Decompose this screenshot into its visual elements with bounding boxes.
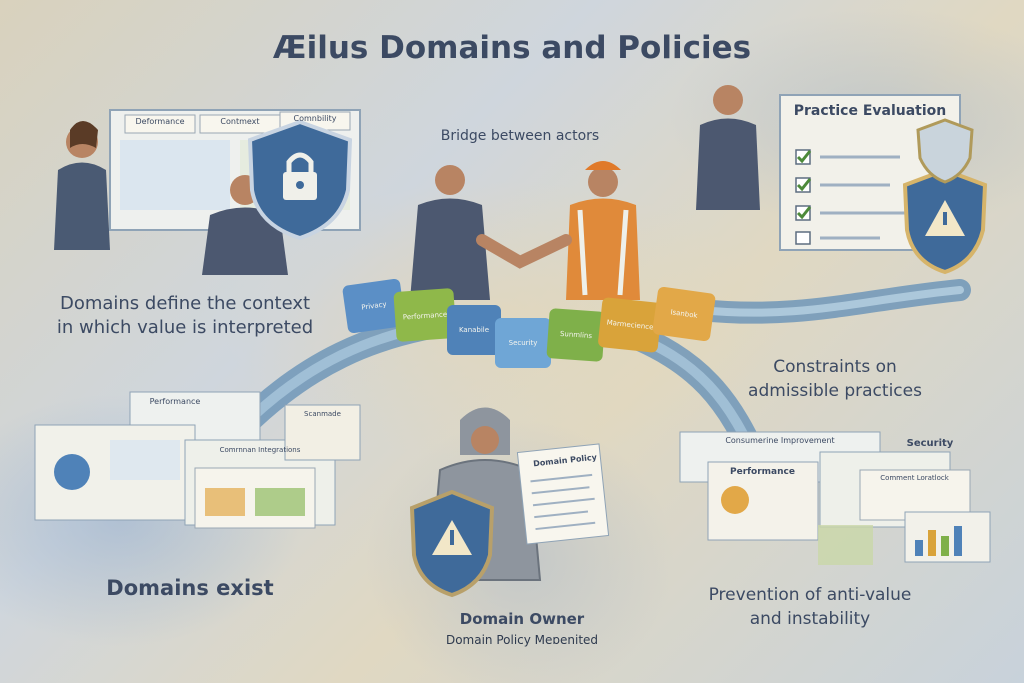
puzzle-piece-label-3: Kanabile — [458, 326, 490, 334]
prevention-caption-line2: and instability — [749, 609, 871, 629]
handshake-scene — [410, 161, 640, 300]
context-board-scene — [54, 109, 361, 275]
domain-owner-label: Domain Owner — [459, 610, 585, 628]
domains-define-caption-line1: Domains define the context — [59, 293, 311, 314]
domains-screens-left — [34, 391, 361, 529]
screen-label-left-top: Performance — [149, 397, 201, 406]
screen-label-right-top: Consumerine Improvement — [725, 436, 835, 445]
board-tab-2: Contmext — [220, 117, 260, 126]
domain-owner-knight — [409, 407, 610, 598]
puzzle-piece-label-4: Security — [508, 339, 538, 347]
page-title: Æilus Domains and Policies — [272, 30, 752, 66]
bridge-caption: Bridge between actors — [440, 128, 600, 144]
constraints-caption-line2: admissible practices — [748, 381, 922, 401]
board-tab-3: Comnbility — [293, 114, 337, 123]
domains-exist-caption: Domains exist — [106, 576, 274, 600]
screen-label-left-mid: Comrnnan Integrations — [219, 446, 301, 454]
prevention-screens-right — [679, 431, 991, 565]
practice-evaluation-board-title: Practice Evaluation — [793, 103, 947, 119]
domain-owner-sublabel: Domain Policy Meɒenited — [445, 633, 599, 647]
screen-label-left-small: Scanmade — [304, 410, 341, 418]
screen-label-right-card2: Comment Loratlock — [880, 474, 949, 482]
prevention-caption-line1: Prevention of anti-value — [708, 585, 912, 605]
screen-label-right-card: Performance — [730, 467, 795, 477]
puzzle-bridge — [342, 278, 716, 368]
constraints-caption-line1: Constraints on — [773, 357, 897, 377]
board-tab-1: Deformance — [135, 117, 185, 126]
screen-label-right-tag: Security — [906, 438, 954, 449]
bar-graphic — [915, 526, 962, 556]
domains-define-caption-line2: in which value is interpreted — [56, 317, 314, 338]
practice-evaluation-scene — [696, 85, 988, 275]
